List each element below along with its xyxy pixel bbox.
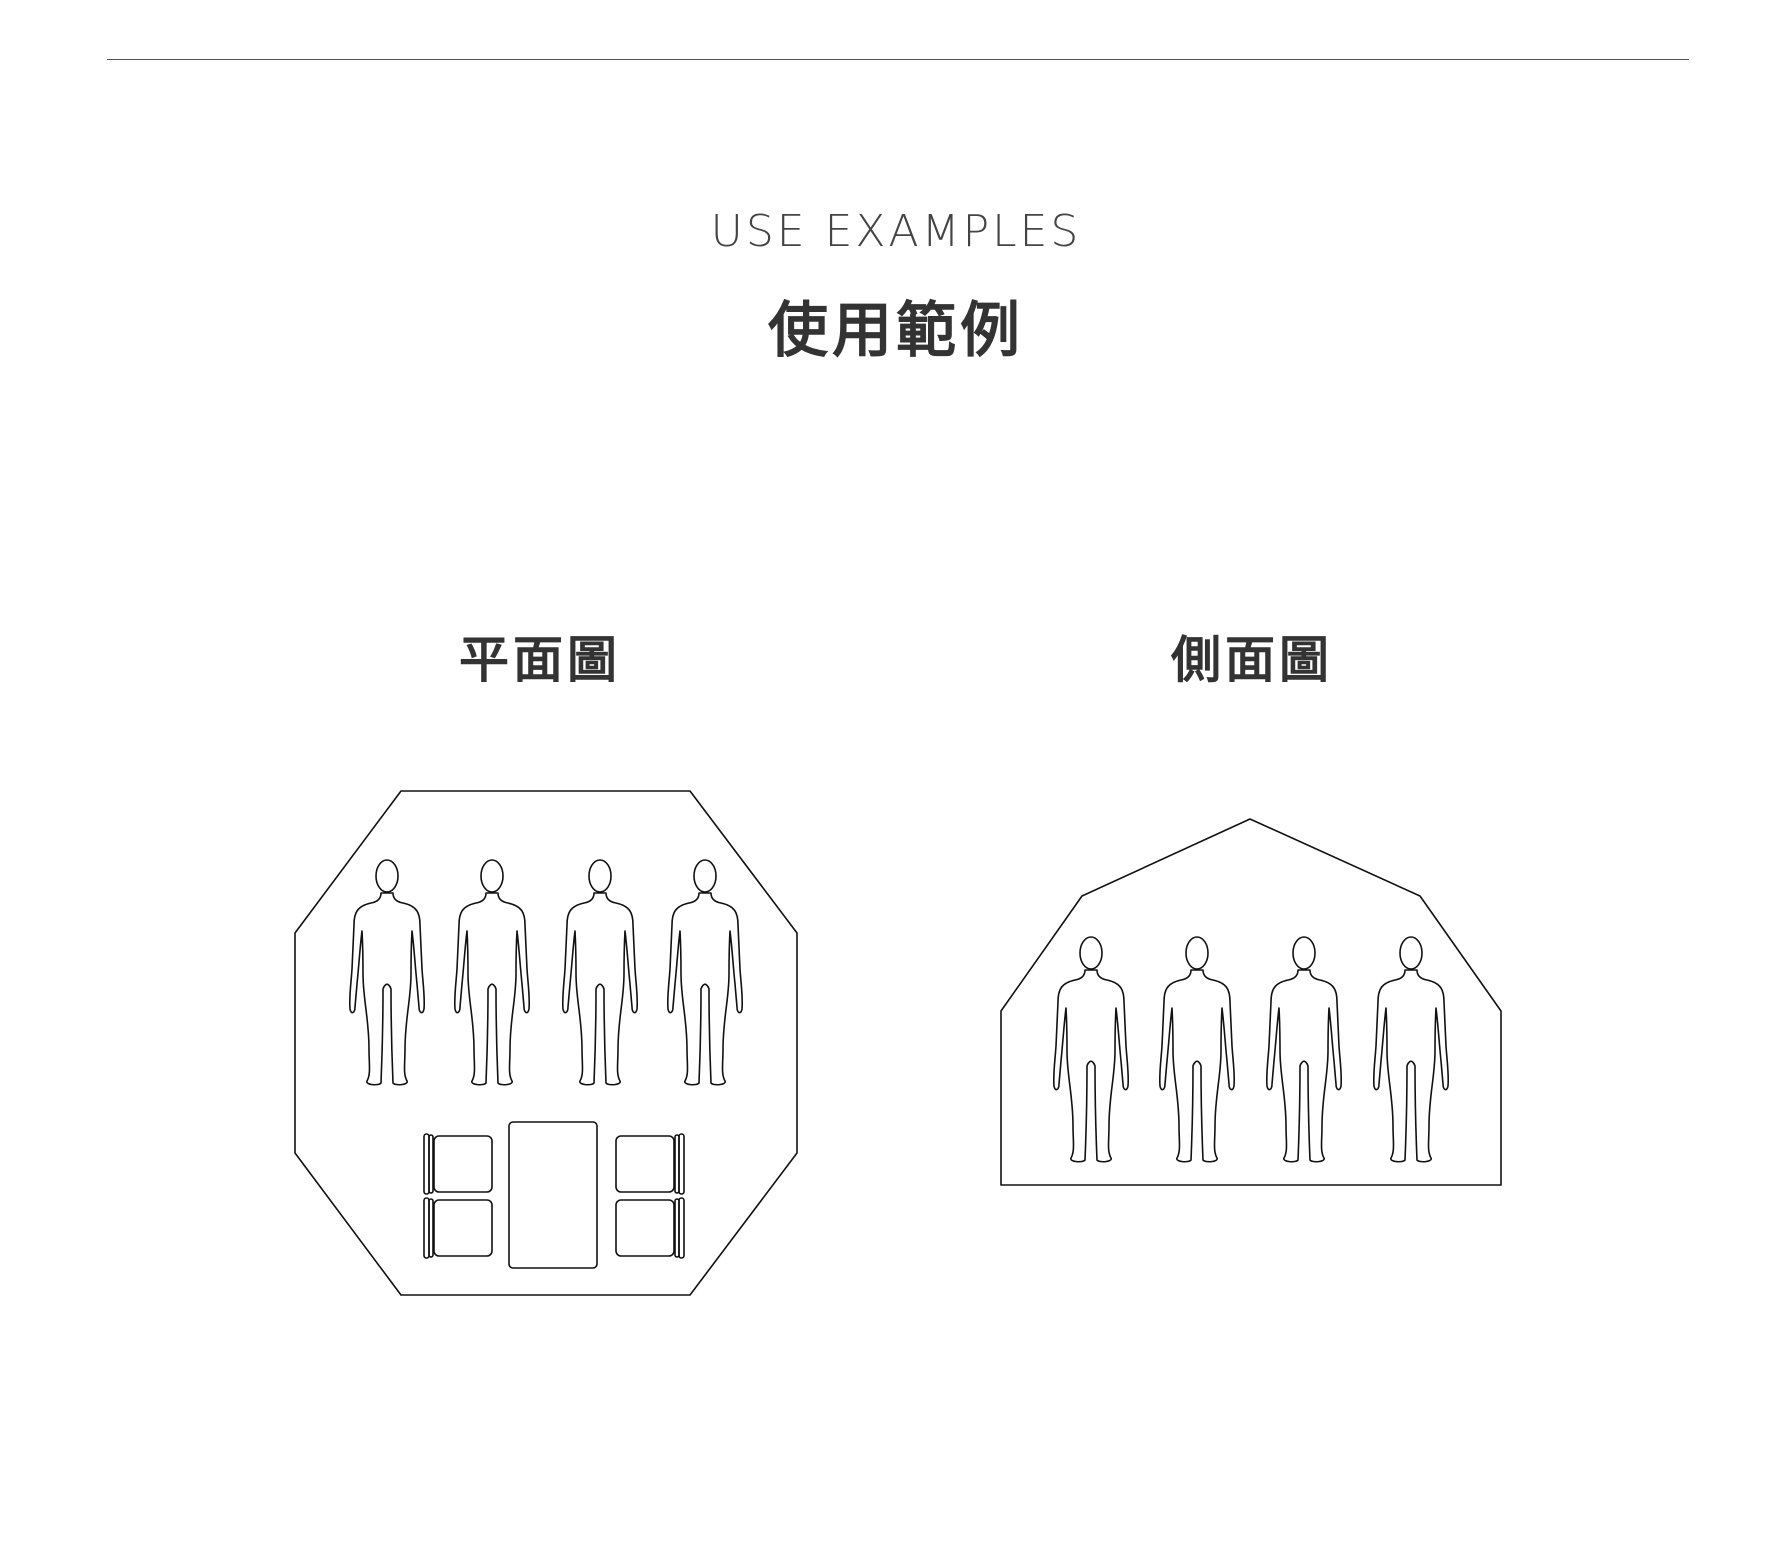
section-title: 使用範例	[768, 296, 1024, 366]
plan-view	[294, 790, 798, 1296]
section-eyebrow: USE EXAMPLES	[710, 206, 1082, 257]
person-icon	[1267, 937, 1342, 1162]
person-icon	[563, 860, 638, 1085]
side-tent-outline	[1000, 818, 1502, 1186]
person-icon	[1054, 937, 1129, 1162]
chair-icon	[615, 1133, 685, 1195]
person-icon	[455, 860, 530, 1085]
person-icon	[668, 860, 743, 1085]
side-view-label: 側面圖	[1171, 631, 1333, 689]
person-icon	[350, 860, 425, 1085]
side-view	[1000, 818, 1502, 1186]
top-divider	[107, 59, 1689, 60]
plan-view-label: 平面圖	[459, 631, 621, 689]
person-icon	[1374, 937, 1449, 1162]
person-icon	[1160, 937, 1235, 1162]
table-icon	[508, 1121, 598, 1269]
chair-icon	[423, 1197, 493, 1259]
chair-icon	[423, 1133, 493, 1195]
plan-tent-outline	[294, 790, 798, 1296]
chair-icon	[615, 1197, 685, 1259]
